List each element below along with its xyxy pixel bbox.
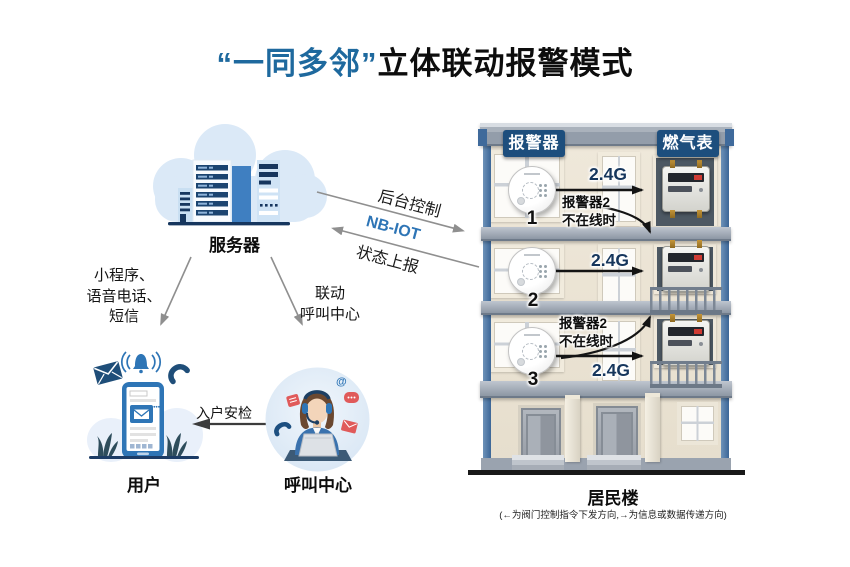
page-title: “一同多邻”立体联动报警模式 bbox=[0, 38, 850, 83]
meter-column-header: 燃气表 bbox=[657, 130, 719, 157]
dispatch-callcenter-arrow bbox=[270, 256, 303, 326]
plant-icon bbox=[97, 433, 187, 457]
roof-cap-left bbox=[478, 129, 487, 146]
building-caption: 居民楼 bbox=[587, 489, 639, 508]
dispatch-label: 联动 呼叫中心 bbox=[290, 284, 370, 325]
alarm-device-icon bbox=[508, 247, 556, 295]
door-steps bbox=[512, 455, 564, 470]
link-24g-label: 2.4G bbox=[592, 360, 630, 380]
agent-icon bbox=[284, 390, 352, 461]
floor-number: 3 bbox=[527, 369, 539, 390]
link-24g-label: 2.4G bbox=[591, 250, 629, 270]
building-arrows bbox=[556, 185, 652, 361]
gas-meter-icon bbox=[662, 314, 710, 366]
user-channel-label: 小程序、 语音电话、 短信 bbox=[64, 266, 184, 328]
server-label: 服务器 bbox=[209, 236, 260, 255]
user-channel-line1: 小程序、 bbox=[93, 267, 154, 284]
window bbox=[677, 402, 718, 445]
floor-separator bbox=[481, 227, 731, 241]
smartphone-icon bbox=[122, 382, 164, 458]
balcony-railing bbox=[650, 287, 722, 314]
cloud-server-icon bbox=[153, 124, 327, 226]
phone-handset-icon bbox=[168, 364, 190, 385]
dispatch-line2: 呼叫中心 bbox=[299, 305, 360, 323]
window bbox=[598, 317, 640, 385]
fallback-arrow-up bbox=[560, 315, 652, 360]
title-quoted: “一同多邻” bbox=[216, 46, 378, 81]
user-phone-illustration bbox=[87, 351, 203, 462]
alarm-device-icon bbox=[508, 327, 556, 375]
link-24g-label: 2.4G bbox=[589, 164, 627, 184]
entrance-door bbox=[518, 405, 564, 464]
user-label: 用户 bbox=[127, 476, 161, 495]
at-icon: @ bbox=[336, 376, 347, 388]
control-downlink-arrow bbox=[316, 191, 465, 233]
envelope-icon bbox=[93, 361, 123, 385]
gas-meter-icon bbox=[662, 160, 710, 218]
notify-user-arrow bbox=[160, 256, 192, 326]
door-steps bbox=[587, 455, 641, 470]
inspection-label: 入户安检 bbox=[196, 405, 252, 421]
alarm-device-icon bbox=[508, 166, 556, 214]
fallback-note: 报警器2 不在线时 bbox=[559, 316, 613, 349]
floor-number: 2 bbox=[527, 290, 539, 311]
roof-cap-right bbox=[725, 129, 734, 146]
user-channel-line3: 短信 bbox=[108, 308, 139, 325]
building-note: (←为阀门控制指令下发方向,→为信息或数据传递方向) bbox=[499, 510, 727, 521]
dispatch-line1: 联动 bbox=[314, 285, 345, 302]
chat-bubble-icon bbox=[286, 392, 359, 434]
uplink-arrows bbox=[316, 191, 480, 268]
inspection-arrow bbox=[192, 418, 268, 430]
user-channel-line2: 语音电话、 bbox=[86, 287, 162, 305]
call-center-label: 呼叫中心 bbox=[284, 476, 352, 495]
floor-number: 1 bbox=[526, 208, 538, 229]
fallback-note: 报警器2 不在线时 bbox=[562, 195, 616, 228]
status-uplink-arrow bbox=[331, 226, 480, 268]
residential-building: 报警器 燃气表 1 2.4G 报警器2 不在线时 bbox=[468, 120, 745, 480]
ground-line bbox=[89, 456, 199, 459]
server-towers bbox=[168, 159, 290, 226]
column bbox=[645, 393, 660, 462]
ground-line bbox=[468, 470, 745, 475]
alarm-column-header: 报警器 bbox=[503, 130, 565, 157]
balcony-railing bbox=[650, 361, 722, 388]
phone-handset-icon bbox=[274, 421, 292, 437]
bell-icon bbox=[120, 351, 162, 374]
server-base-line bbox=[168, 222, 290, 226]
fallback-arrow-down bbox=[564, 199, 652, 234]
column bbox=[565, 395, 580, 462]
branch-arrows bbox=[160, 256, 303, 326]
title-rest: 立体联动报警模式 bbox=[377, 46, 634, 81]
call-center-illustration: @ bbox=[265, 367, 370, 472]
